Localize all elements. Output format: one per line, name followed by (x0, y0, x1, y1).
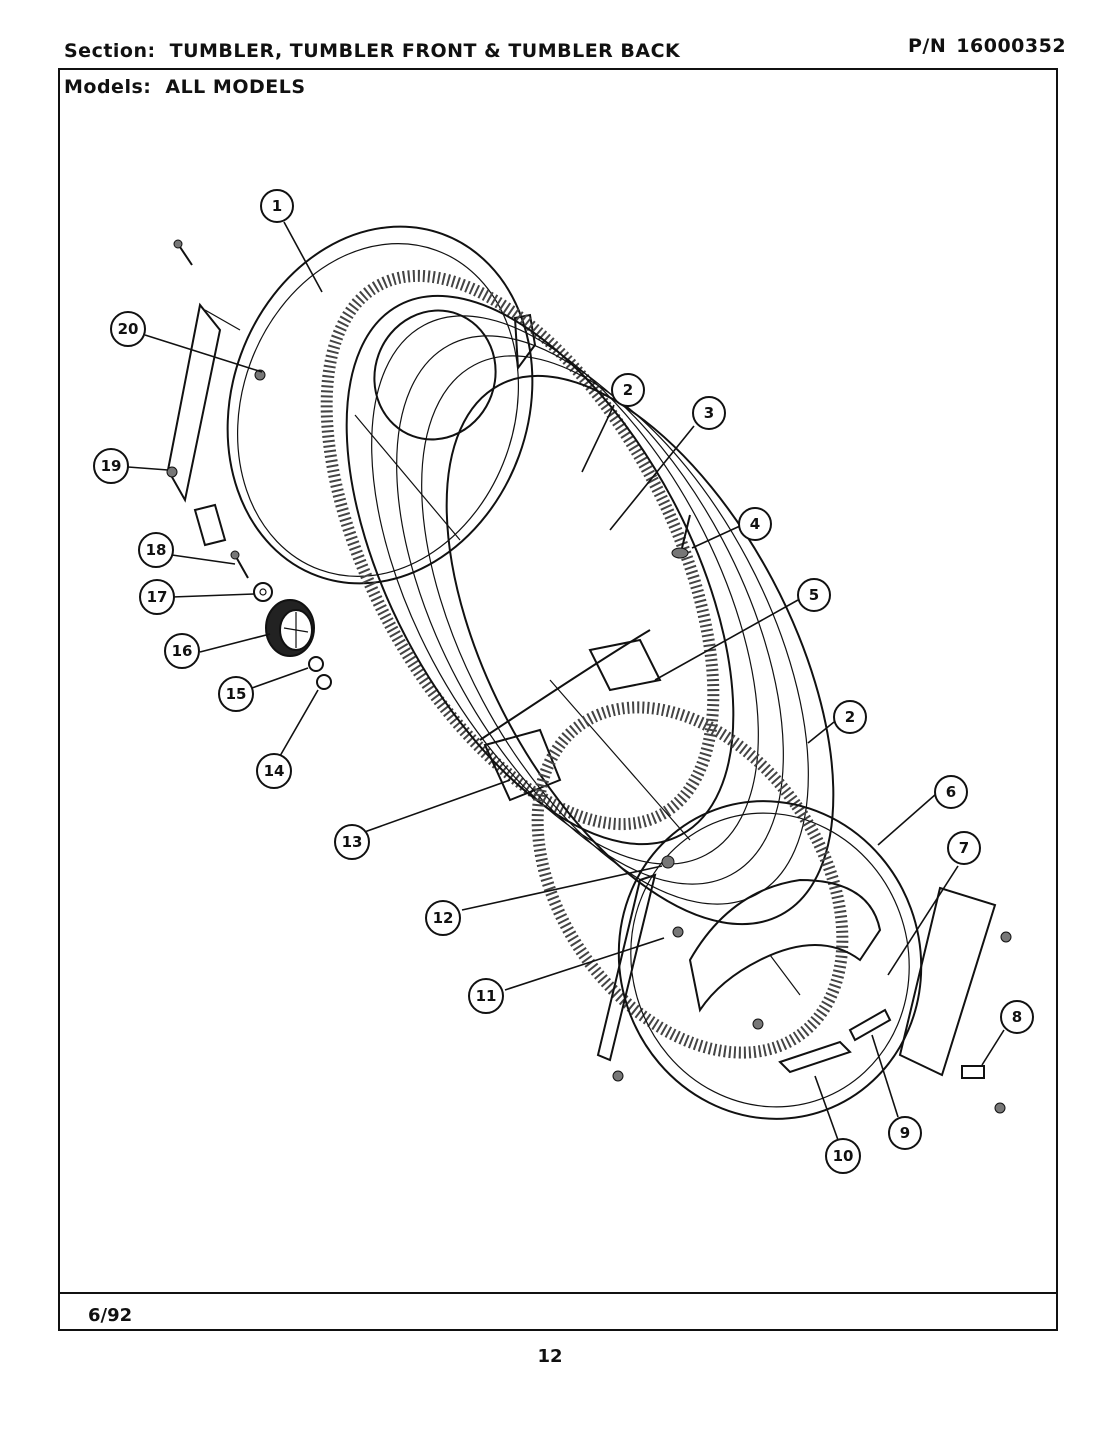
svg-text:2: 2 (845, 708, 855, 726)
bearing-pin-20 (254, 369, 266, 381)
callout-2-drum: 2 (611, 373, 645, 407)
tumbler-axis-line-front (549, 679, 691, 841)
part-number: P/N 16000352 (908, 35, 1066, 57)
leader-lines (127, 221, 1005, 1141)
footer-divider (60, 1292, 1056, 1294)
screw-11 (672, 926, 684, 938)
models-heading: Models: ALL MODELS (64, 76, 306, 98)
callout-3: 3 (692, 396, 726, 430)
tumbler-front (531, 701, 997, 1120)
svg-text:5: 5 (809, 586, 819, 604)
retainer-14 (316, 674, 332, 690)
svg-text:3: 3 (704, 404, 714, 422)
callout-7: 7 (947, 831, 981, 865)
callout-6: 6 (934, 775, 968, 809)
callout-10: 10 (825, 1138, 861, 1174)
svg-text:8: 8 (1012, 1008, 1022, 1026)
screw-4 (671, 514, 691, 559)
svg-text:20: 20 (118, 320, 139, 338)
screw-front-bottom (752, 1018, 764, 1030)
tumbler-axis-line-back (354, 414, 461, 541)
tumbler-drum (320, 269, 835, 926)
section-heading: Section: TUMBLER, TUMBLER FRONT & TUMBLER… (64, 40, 680, 62)
diagram-frame (58, 68, 1058, 1331)
svg-text:11: 11 (476, 987, 497, 1005)
screw-front-left (612, 1070, 624, 1082)
screw-19 (166, 466, 178, 478)
svg-text:7: 7 (959, 839, 969, 857)
callout-11: 11 (468, 978, 504, 1014)
washer-17-hole (259, 588, 267, 596)
models-value: ALL MODELS (165, 76, 306, 98)
screw-front-right-bottom (994, 1102, 1006, 1114)
part-number-value: 16000352 (956, 35, 1067, 57)
callout-19: 19 (93, 448, 129, 484)
svg-text:14: 14 (264, 762, 285, 780)
roller-shaft-18 (230, 550, 249, 579)
callout-18: 18 (138, 532, 174, 568)
roller-wheel-16 (265, 599, 315, 657)
callout-14: 14 (256, 753, 292, 789)
front-axis-line (769, 954, 801, 996)
revision-date: 6/92 (88, 1305, 133, 1326)
section-label: Section: (64, 40, 156, 62)
washer-15 (308, 656, 324, 672)
part-number-label: P/N (908, 35, 947, 57)
callout-16: 16 (164, 633, 200, 669)
svg-text:1: 1 (272, 197, 282, 215)
callout-2-front: 2 (833, 700, 867, 734)
callout-20: 20 (110, 311, 146, 347)
svg-text:9: 9 (900, 1124, 910, 1142)
callout-1: 1 (260, 189, 294, 223)
svg-text:13: 13 (342, 833, 363, 851)
svg-text:10: 10 (833, 1147, 854, 1165)
callout-4: 4 (738, 507, 772, 541)
clip-8 (961, 1065, 985, 1079)
svg-text:12: 12 (433, 909, 454, 927)
callout-9: 9 (888, 1116, 922, 1150)
svg-text:15: 15 (226, 685, 247, 703)
svg-text:17: 17 (147, 588, 168, 606)
svg-text:6: 6 (946, 783, 956, 801)
svg-text:2: 2 (623, 381, 633, 399)
models-label: Models: (64, 76, 152, 98)
section-title: TUMBLER, TUMBLER FRONT & TUMBLER BACK (169, 40, 681, 62)
svg-text:19: 19 (101, 457, 122, 475)
callout-5: 5 (797, 578, 831, 612)
callout-12: 12 (425, 900, 461, 936)
callout-8: 8 (1000, 1000, 1034, 1034)
svg-text:4: 4 (750, 515, 760, 533)
callout-15: 15 (218, 676, 254, 712)
callout-17: 17 (139, 579, 175, 615)
screw-top-left (173, 239, 193, 266)
svg-text:16: 16 (172, 642, 193, 660)
svg-text:18: 18 (146, 541, 167, 559)
page-number: 12 (537, 1346, 563, 1367)
bracket-12 (661, 855, 675, 869)
washer-17 (253, 582, 273, 602)
callout-13: 13 (334, 824, 370, 860)
screw-front-right-top (1000, 931, 1012, 943)
